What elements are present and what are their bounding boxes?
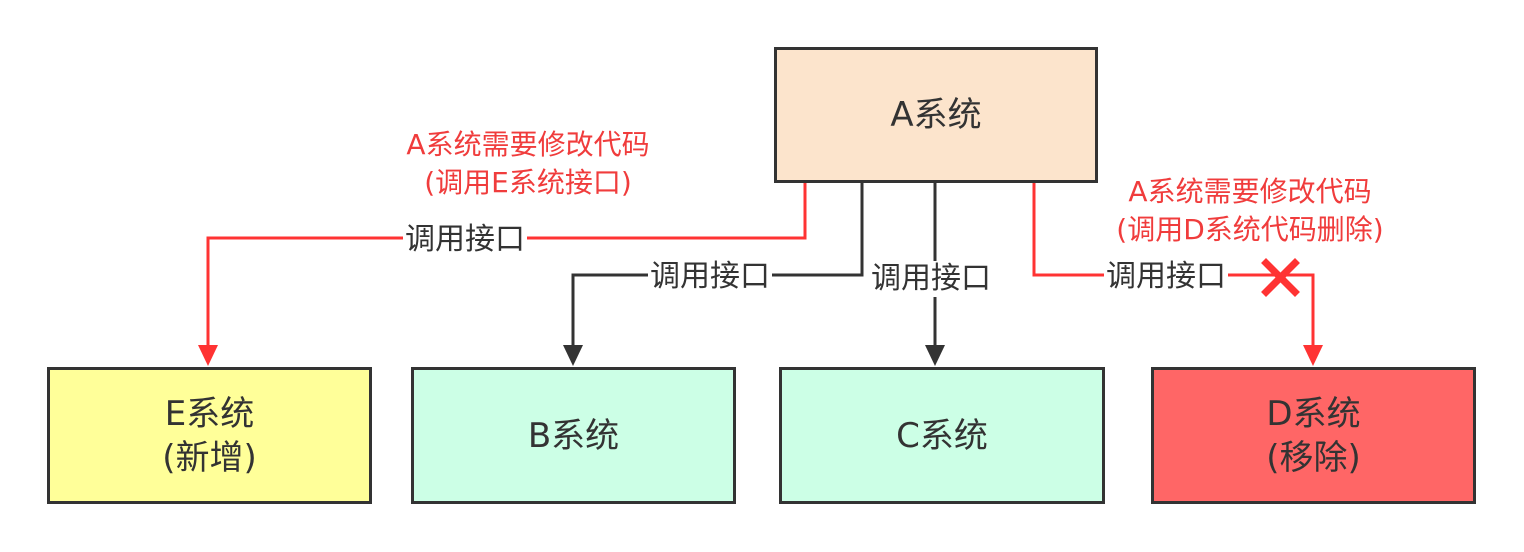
note-e-line1: A系统需要修改代码 (406, 128, 650, 161)
edge-label-a-to-b: 调用接口 (648, 259, 772, 295)
arrowhead-b (563, 345, 583, 366)
arrowhead-c (925, 345, 945, 366)
cross-icon (1261, 258, 1300, 297)
note-d-change: A系统需要修改代码 (调用D系统代码删除) (1090, 173, 1410, 249)
note-d-line1: A系统需要修改代码 (1128, 175, 1372, 208)
node-d-system: D系统 (移除) (1151, 367, 1476, 504)
note-e-change: A系统需要修改代码 (调用E系统接口) (386, 126, 670, 202)
node-e-sublabel: (新增) (162, 437, 257, 478)
node-e-system: E系统 (新增) (47, 367, 372, 504)
node-c-system: C系统 (779, 367, 1105, 504)
arrowhead-e (198, 345, 218, 366)
node-c-label: C系统 (896, 415, 988, 456)
node-b-label: B系统 (527, 415, 620, 456)
note-d-line2: (调用D系统代码删除) (1116, 213, 1384, 246)
node-a-system: A系统 (774, 47, 1098, 183)
node-d-label: D系统 (1266, 393, 1361, 434)
node-e-label: E系统 (164, 393, 255, 434)
edge-label-a-to-d: 调用接口 (1104, 259, 1228, 295)
node-d-sublabel: (移除) (1266, 437, 1361, 478)
node-b-system: B系统 (411, 367, 736, 504)
node-a-label: A系统 (890, 95, 982, 135)
edge-label-a-to-c: 调用接口 (869, 261, 993, 297)
edge-label-a-to-e: 调用接口 (403, 222, 527, 258)
note-e-line2: (调用E系统接口) (424, 166, 632, 199)
arrowhead-d (1303, 345, 1323, 366)
